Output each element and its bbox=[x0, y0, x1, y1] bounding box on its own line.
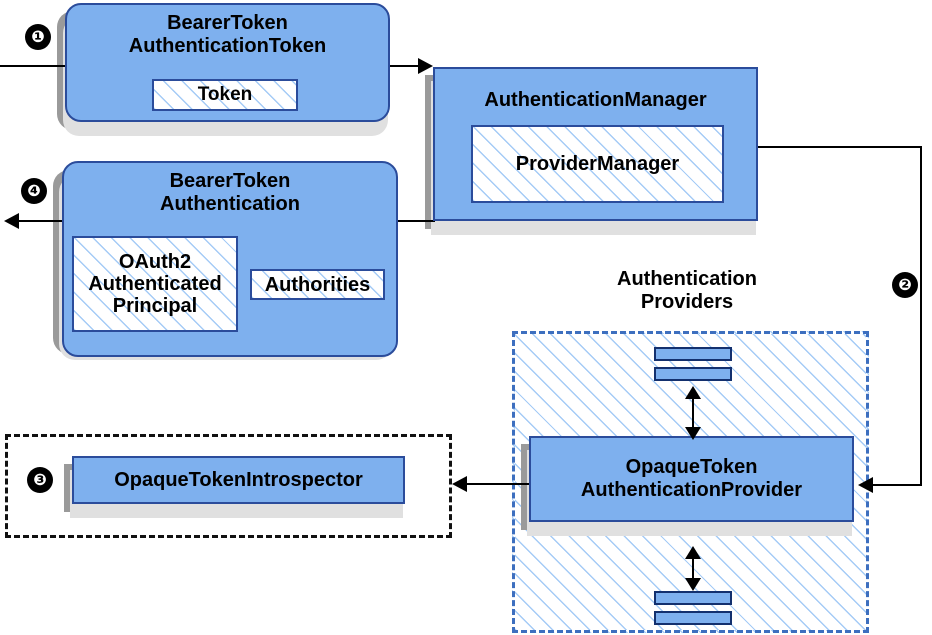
inner-token[interactable]: Token bbox=[152, 79, 298, 111]
marker-3-label: ❸ bbox=[33, 470, 47, 489]
marker-4-label: ❹ bbox=[27, 181, 41, 200]
inner-authorities[interactable]: Authorities bbox=[250, 269, 385, 300]
connector-token-to-manager-arrow-icon bbox=[418, 58, 433, 74]
connector-authentication-out-arrow-icon bbox=[4, 213, 19, 229]
provider-top-arrow-down-icon bbox=[685, 427, 701, 440]
oauth2-principal-line1: OAuth2 bbox=[118, 251, 192, 273]
marker-2-label: ❷ bbox=[898, 275, 912, 294]
provider-bottom-connector-line bbox=[692, 556, 694, 581]
marker-1: ❶ bbox=[25, 24, 51, 50]
marker-1-label: ❶ bbox=[31, 27, 45, 46]
provider-bottom-arrow-up-icon bbox=[685, 546, 701, 559]
provider-bottom-arrow-down-icon bbox=[685, 578, 701, 591]
marker-2: ❷ bbox=[892, 272, 918, 298]
authentication-providers-title-line2: Providers bbox=[640, 291, 734, 314]
connector-manager-to-provider-bottom bbox=[872, 484, 922, 486]
inner-token-label: Token bbox=[197, 83, 253, 105]
inner-provider-manager[interactable]: ProviderManager bbox=[471, 125, 724, 203]
oauth2-principal-line2: Authenticated bbox=[88, 273, 222, 295]
connector-token-to-manager bbox=[390, 65, 420, 67]
connector-manager-to-provider-vertical bbox=[920, 146, 922, 485]
marker-3: ❸ bbox=[27, 467, 53, 493]
authentication-providers-title-line1: Authentication bbox=[617, 268, 757, 290]
connector-manager-to-provider-arrow-icon bbox=[858, 477, 873, 493]
bearer-token-authentication-token-title-line2: AuthenticationToken bbox=[128, 34, 327, 57]
marker-4: ❹ bbox=[21, 178, 47, 204]
provider-top-arrow-up-icon bbox=[685, 386, 701, 399]
connector-request-in bbox=[0, 65, 66, 67]
inner-provider-manager-label: ProviderManager bbox=[515, 153, 680, 175]
provider-stack-icon-bottom-bar-2 bbox=[654, 611, 732, 625]
oauth2-principal-line3: Principal bbox=[112, 295, 198, 317]
opaque-token-authentication-provider-title-line2: AuthenticationProvider bbox=[580, 479, 803, 501]
connector-provider-to-introspector bbox=[466, 483, 529, 485]
bearer-token-authentication-title-line2: Authentication bbox=[160, 192, 300, 215]
node-opaque-token-authentication-provider[interactable]: OpaqueToken AuthenticationProvider bbox=[529, 436, 854, 522]
provider-stack-icon-bottom-bar-1 bbox=[654, 591, 732, 605]
connector-manager-to-provider-top bbox=[758, 146, 922, 148]
node-opaque-token-introspector[interactable]: OpaqueTokenIntrospector bbox=[72, 456, 405, 504]
provider-stack-icon-top-bar-1 bbox=[654, 347, 732, 361]
connector-manager-to-authentication bbox=[398, 220, 435, 222]
authentication-manager-title: AuthenticationManager bbox=[484, 89, 707, 111]
opaque-token-authentication-provider-title-line1: OpaqueToken bbox=[625, 456, 758, 479]
authentication-providers-title: Authentication Providers bbox=[562, 268, 812, 314]
inner-authorities-label: Authorities bbox=[264, 273, 371, 296]
connector-authentication-out bbox=[18, 220, 68, 222]
bearer-token-authentication-token-title-line1: BearerToken bbox=[167, 12, 288, 34]
opaque-token-introspector-label: OpaqueTokenIntrospector bbox=[114, 468, 363, 491]
connector-provider-to-introspector-arrow-icon bbox=[452, 476, 467, 492]
provider-top-connector-line bbox=[692, 396, 694, 430]
bearer-token-authentication-title-line1: BearerToken bbox=[169, 170, 291, 192]
provider-stack-icon-top-bar-2 bbox=[654, 367, 732, 381]
inner-oauth2-authenticated-principal[interactable]: OAuth2 Authenticated Principal bbox=[72, 236, 238, 332]
